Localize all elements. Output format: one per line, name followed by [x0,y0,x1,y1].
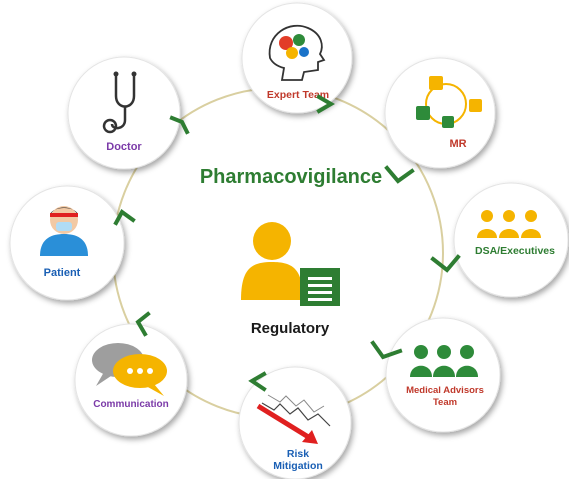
patient-icon [40,206,88,256]
node-label-medical-advisors-line1: Medical Advisors [406,385,484,396]
node-doctor: Doctor [67,56,181,170]
node-label-communication: Communication [93,399,169,410]
node-label-risk-line2: Mitigation [273,460,323,472]
declining-graph-icon [256,394,331,444]
people-group-icon [410,345,478,377]
stethoscope-icon [102,71,137,134]
node-label-dsa-executives: DSA/Executives [475,245,555,257]
arrow-icon [384,165,415,184]
center-label: Regulatory [251,320,330,337]
node-risk-mitigation: Risk Mitigation [238,366,352,479]
arrow-icon [169,115,190,135]
node-label-mr: MR [449,138,466,150]
node-label-risk-line1: Risk [287,448,309,460]
node-patient: Patient [9,185,125,301]
node-dsa-executives: DSA/Executives [453,182,569,298]
node-expert-team: Expert Team [241,2,353,114]
node-label-doctor: Doctor [106,141,142,153]
network-people-icon [416,76,482,128]
head-gears-icon [268,24,326,81]
node-label-medical-advisors-line2: Team [433,397,457,408]
arrow-icon [316,94,335,114]
arrow-icon [113,209,136,226]
diagram-title: Pharmacovigilance [200,166,382,188]
arrow-icon [135,311,151,337]
node-medical-advisors-team: Medical Advisors Team [385,317,501,433]
node-label-expert-team: Expert Team [267,89,329,101]
arrow-icon [248,371,267,392]
arrow-icon [430,254,461,273]
people-group-icon [477,210,541,238]
speech-bubble-icon [92,343,167,396]
person-document-icon [241,222,340,306]
node-mr: MR [384,57,496,169]
arrow-icon [370,340,403,360]
node-label-patient: Patient [44,267,81,279]
node-communication: Communication [74,323,188,437]
